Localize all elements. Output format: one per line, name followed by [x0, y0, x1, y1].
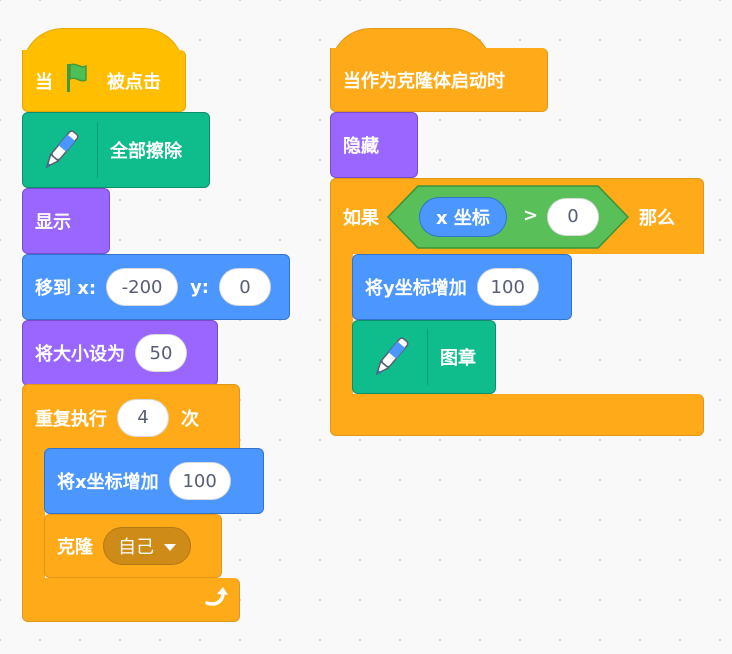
clone-label: 克隆: [57, 537, 93, 558]
pen-clear-block[interactable]: 全部擦除: [22, 112, 210, 188]
show-label: 显示: [35, 212, 71, 233]
set-size-label: 将大小设为: [35, 344, 125, 365]
extension-divider: [427, 329, 428, 385]
change-y-block[interactable]: 将y坐标增加 100: [352, 254, 572, 320]
operator-symbol: >: [523, 204, 539, 226]
clone-target-dropdown[interactable]: 自己: [103, 527, 191, 565]
when-clone-starts-block[interactable]: 当作为克隆体启动时: [330, 48, 548, 112]
repeat-footer[interactable]: [22, 578, 240, 622]
pen-icon: [365, 331, 417, 383]
goto-xy-block[interactable]: 移到 x: -200 y: 0: [22, 254, 290, 320]
create-clone-block[interactable]: 克隆 自己: [44, 514, 222, 578]
if-footer[interactable]: [330, 394, 704, 436]
clone-start-label: 当作为克隆体启动时: [343, 70, 505, 92]
pen-stamp-block[interactable]: 图章: [352, 320, 496, 394]
show-block[interactable]: 显示: [22, 188, 110, 254]
hide-block[interactable]: 隐藏: [330, 112, 418, 178]
y-value-input[interactable]: 0: [219, 268, 272, 306]
dropdown-caret-icon: [164, 536, 176, 557]
when-flag-clicked-block[interactable]: 当 被点击: [22, 50, 186, 112]
loop-arrow-icon: [203, 584, 229, 615]
x-position-reporter[interactable]: x 坐标: [419, 196, 507, 237]
repeat-times-label: 次: [181, 408, 199, 430]
y-label: y:: [190, 276, 210, 298]
change-x-value-input[interactable]: 100: [168, 462, 231, 500]
if-arm: [330, 252, 353, 396]
repeat-count-input[interactable]: 4: [117, 398, 169, 437]
repeat-header[interactable]: 重复执行 4 次: [22, 384, 240, 450]
clear-label: 全部擦除: [110, 141, 182, 162]
size-value-input[interactable]: 50: [135, 334, 187, 372]
compare-value-input[interactable]: 0: [547, 197, 599, 236]
repeat-block[interactable]: 重复执行 4 次: [22, 384, 240, 630]
green-flag-icon: [63, 62, 97, 99]
change-x-block[interactable]: 将x坐标增加 100: [44, 448, 264, 514]
clicked-label: 被点击: [107, 71, 161, 93]
change-y-value-input[interactable]: 100: [476, 268, 539, 306]
set-size-block[interactable]: 将大小设为 50: [22, 320, 218, 386]
goto-x-label: 移到 x:: [35, 278, 97, 299]
repeat-label: 重复执行: [35, 408, 107, 430]
change-x-label: 将x坐标增加: [57, 472, 159, 493]
extension-divider: [97, 122, 98, 178]
then-label: 那么: [639, 207, 675, 229]
if-label: 如果: [343, 207, 379, 229]
x-value-input[interactable]: -200: [106, 268, 179, 306]
if-header[interactable]: 如果 x 坐标 > 0 那么: [330, 178, 704, 254]
greater-than-operator[interactable]: x 坐标 > 0: [387, 184, 629, 249]
pen-icon: [35, 124, 87, 176]
if-then-block[interactable]: 如果 x 坐标 > 0 那么: [330, 178, 704, 440]
repeat-arm: [22, 448, 45, 580]
clone-target-value: 自己: [118, 537, 154, 558]
stamp-label: 图章: [440, 348, 476, 369]
hide-label: 隐藏: [343, 136, 379, 157]
change-y-label: 将y坐标增加: [365, 278, 467, 299]
when-label: 当: [35, 71, 53, 93]
